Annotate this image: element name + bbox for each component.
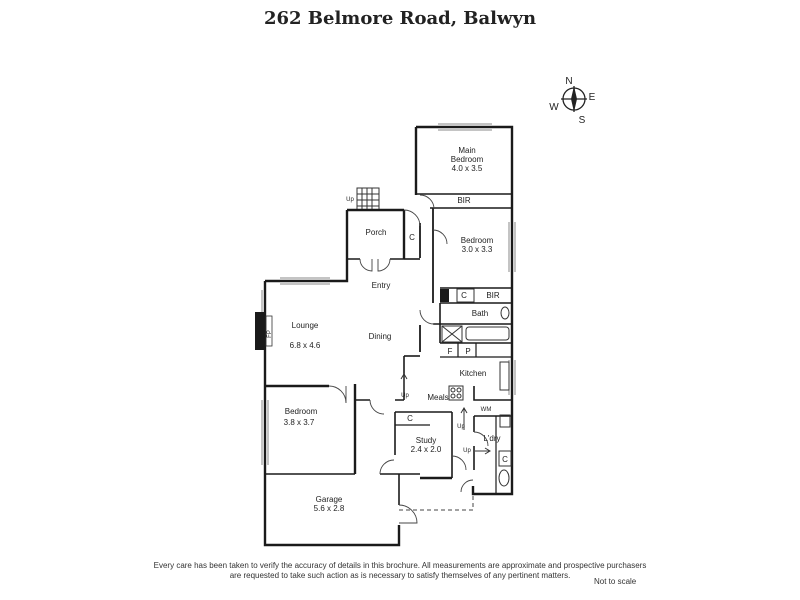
main-bedroom-name2: Bedroom	[451, 155, 484, 164]
porch-stairs: Up	[346, 187, 380, 211]
bedroom3-name: Bedroom	[285, 407, 318, 416]
exterior-walls	[263, 125, 514, 547]
up-label-kitchen: Up	[457, 424, 465, 430]
garage-name: Garage	[316, 495, 343, 504]
disclaimer: Every care has been taken to verify the …	[140, 561, 660, 581]
dining-label: Dining	[369, 332, 392, 341]
compass-south: S	[579, 115, 586, 126]
bir-label-1: BIR	[457, 196, 471, 205]
up-label-meals: Up	[401, 393, 409, 399]
disclaimer-line-1: Every care has been taken to verify the …	[153, 561, 647, 570]
page-title: 262 Belmore Road, Balwyn	[263, 8, 537, 29]
pantry-label: P	[465, 347, 470, 356]
fixtures	[440, 289, 511, 487]
main-bedroom-size: 4.0 x 3.5	[452, 164, 483, 173]
up-label-laundry: Up	[463, 448, 471, 454]
stairs-up-label: Up	[346, 197, 354, 203]
study-name: Study	[416, 436, 436, 445]
study-size: 2.4 x 2.0	[411, 445, 442, 454]
fridge-label: F	[448, 347, 453, 356]
fireplace-label: FP	[267, 330, 273, 338]
garage-carport-outline	[399, 494, 474, 511]
laundry-label: L'dry	[483, 434, 500, 443]
entry-label: Entry	[372, 281, 391, 290]
cupboard-label-laundry: C	[502, 455, 508, 464]
disclaimer-line-2: are requested to take such action as is …	[229, 571, 571, 580]
main-bedroom-name: Main	[458, 146, 475, 155]
bath-label: Bath	[472, 309, 488, 318]
bir-label-2: BIR	[486, 291, 500, 300]
cupboard-label-hall: C	[461, 291, 467, 300]
compass-west: W	[549, 102, 559, 113]
not-to-scale-note: Not to scale	[594, 577, 637, 586]
cupboard-label-study: C	[407, 414, 413, 423]
room-labels: Main Bedroom 4.0 x 3.5 BIR Porch C Bedro…	[284, 146, 508, 513]
compass-east: E	[589, 92, 596, 103]
bedroom2-size: 3.0 x 3.3	[462, 245, 493, 254]
bedroom3-size: 3.8 x 3.7	[284, 418, 315, 427]
compass-north: N	[565, 76, 572, 87]
washing-machine-label: WM	[481, 407, 492, 413]
door-swings	[328, 194, 489, 524]
cupboard-label-entry: C	[409, 233, 415, 242]
meals-label: Meals	[427, 393, 448, 402]
lounge-name: Lounge	[292, 321, 319, 330]
up-arrows: Up Up Up	[400, 373, 491, 455]
cupboard-outlines	[456, 288, 512, 467]
bedroom2-name: Bedroom	[461, 236, 494, 245]
porch-label: Porch	[366, 228, 387, 237]
fireplace: FP	[255, 312, 273, 350]
compass-rose: N E S W	[549, 76, 595, 126]
kitchen-label: Kitchen	[460, 369, 487, 378]
garage-size: 5.6 x 2.8	[314, 504, 345, 513]
windows	[261, 123, 516, 465]
lounge-size: 6.8 x 4.6	[290, 341, 321, 350]
